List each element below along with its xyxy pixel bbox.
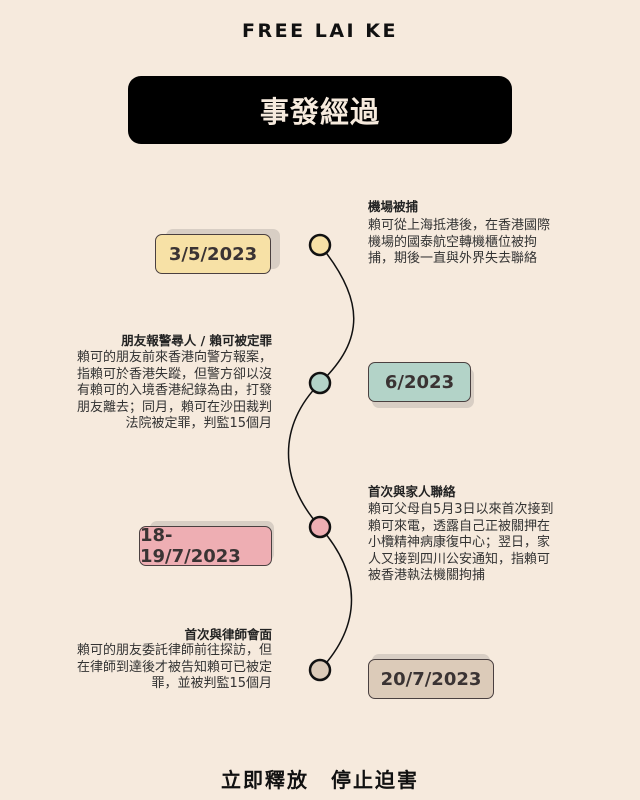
date-badge-3: 18-19/7/2023 [139, 525, 272, 567]
event-body-2: 賴可的朋友前來香港向警方報案， 指賴可於香港失蹤，但警方卻以沒 有賴可的入境香港… [76, 350, 272, 431]
timeline-node-1 [308, 233, 332, 257]
date-badge-4: 20/7/2023 [368, 659, 494, 699]
section-title-box: 事發經過 [128, 76, 512, 144]
section-title: 事發經過 [259, 95, 380, 129]
event-body-3: 賴可父母自5月3日以來首次接到 賴可來電，透露自己正被關押在 小欖精神病康復中心… [368, 502, 554, 583]
event-title-2: 朋友報警尋人 / 賴可被定罪 [121, 333, 272, 348]
timeline-node-3 [308, 515, 332, 539]
brand-title: FREE LAI KE [242, 20, 398, 42]
date-badge-1: 3/5/2023 [155, 234, 271, 274]
event-title-3: 首次與家人聯絡 [368, 484, 456, 499]
date-badge-2: 6/2023 [368, 362, 471, 402]
event-title-1: 機場被捕 [368, 199, 419, 214]
event-title-4: 首次與律師會面 [184, 627, 272, 642]
timeline-node-2 [308, 371, 332, 395]
event-body-4: 賴可的朋友委託律師前往探訪，但 在律師到達後才被告知賴可已被定 罪，並被判監15… [76, 643, 272, 691]
timeline-node-4 [308, 658, 332, 682]
footer-slogan: 立即釋放 停止迫害 [221, 768, 419, 792]
event-body-1: 賴可從上海抵港後，在香港國際 機場的國泰航空轉機櫃位被拘 捕，期後一直與外界失去… [368, 218, 551, 266]
